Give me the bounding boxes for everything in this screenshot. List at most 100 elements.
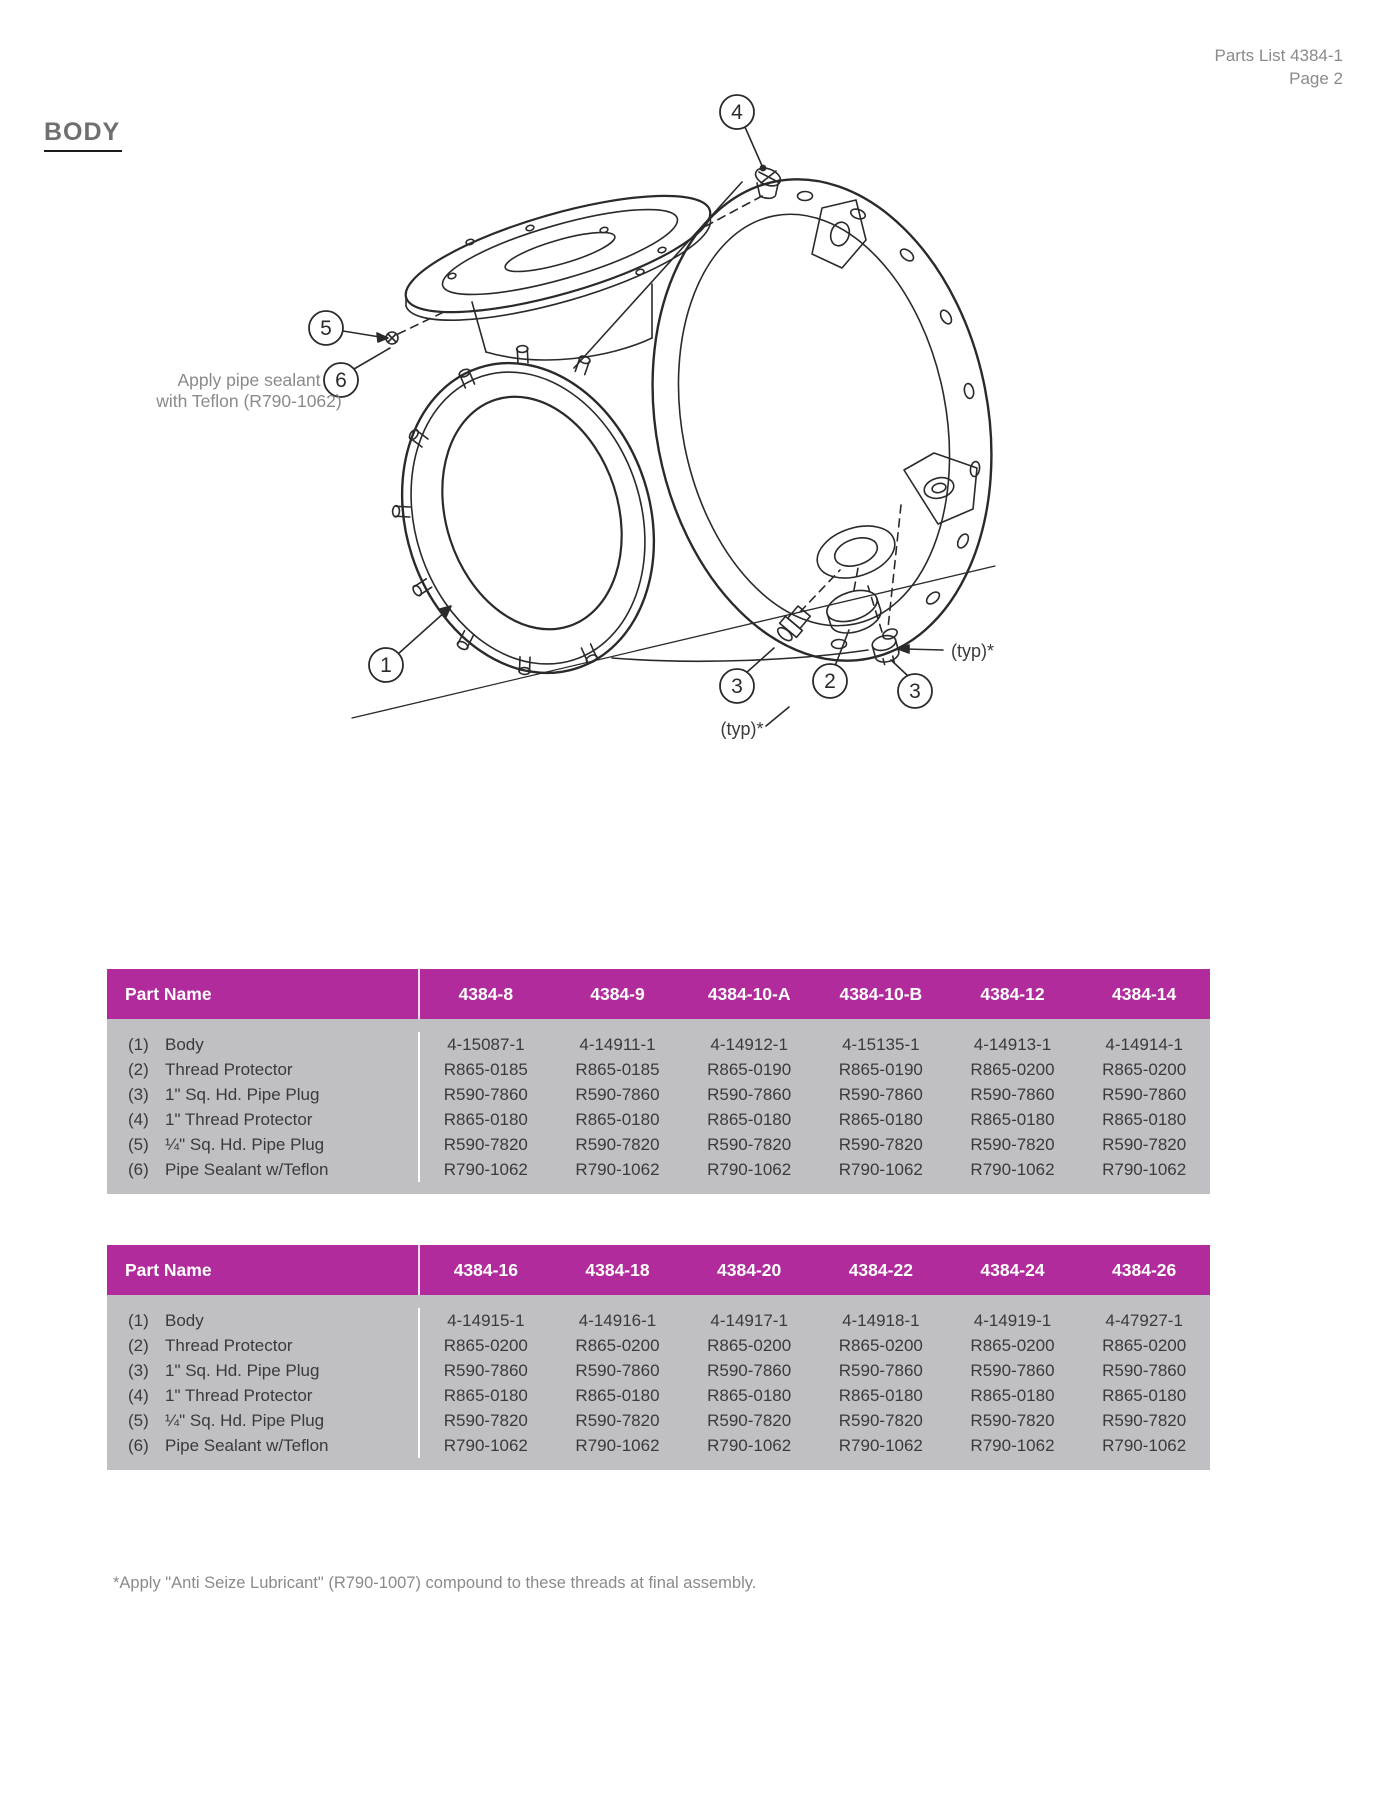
column-header-size: 4384-16 [453,1259,518,1280]
part-number-cell: R590-7860 [707,1085,792,1104]
mounting-lug-top [811,199,867,269]
svg-text:6: 6 [335,369,347,392]
part-name-cell: (3)1" Sq. Hd. Pipe Plug [107,1358,420,1383]
part-name-cell: (2) Thread Protector [107,1057,420,1082]
part-item-number: (2) [128,1060,149,1079]
leader-lines [342,126,944,727]
part-item-number: (5) [128,1135,149,1154]
part-number-cell: R865-0185 [575,1060,660,1079]
svg-text:2: 2 [824,670,836,693]
table-row: (6)Pipe Sealant w/Teflon R790-1062 R790-10… [107,1157,1210,1182]
part-name: ¼" Sq. Hd. Pipe Plug [165,1411,325,1430]
mounting-lug-right [903,452,978,525]
part-number-cell: R790-1062 [838,1436,923,1455]
part-number-cell: R590-7860 [575,1361,660,1380]
part-number-cell: 4-15135-1 [842,1035,920,1054]
part-number-cell: R790-1062 [575,1436,660,1455]
part-number-cell: R865-0190 [707,1060,792,1079]
part-item-number: (1) [128,1311,149,1330]
table-row: (4)1" Thread Protector R865-0180 R865-0180… [107,1107,1210,1132]
column-header-size: 4384-22 [848,1259,913,1280]
part-number-cell: R790-1062 [970,1436,1055,1455]
callout-balloon-3-right: 3 [897,673,933,709]
part-name-cell: (6) Pipe Sealant w/Teflon [107,1433,420,1458]
part-number-cell: R590-7820 [838,1135,923,1154]
part-number-cell: 4-14917-1 [710,1311,788,1330]
column-header-size: 4384-8 [458,983,514,1004]
part-number-cell: R865-0180 [707,1110,792,1129]
assembly-diagram: 4 5 6 1 3 2 3 [155,94,996,739]
part-number-cell: R865-0180 [838,1110,923,1129]
part-number-cell: R590-7820 [575,1135,660,1154]
part-number-cell: R790-1062 [1102,1436,1187,1455]
part-number-cell: R865-0200 [1102,1336,1187,1355]
part-item-number: (6) [128,1436,149,1455]
column-header-size: 4384-18 [585,1259,650,1280]
part-number-cell: R590-7820 [970,1411,1055,1430]
part-3-square-head-plug-right [871,634,900,666]
part-number-cell: 4-14919-1 [973,1311,1052,1330]
part-2-thread-protector-ring [826,589,882,634]
part-number-cell: R590-7820 [838,1411,923,1430]
part-number-cell: R790-1062 [575,1160,660,1179]
part-number-cell: R590-7860 [838,1361,923,1380]
part-name-cell: (5)¼" Sq. Hd. Pipe Plug [107,1132,420,1157]
part-number-cell: 4-14912-1 [710,1035,788,1054]
column-header-size: 4384-9 [590,983,645,1004]
part-number-cell: R790-1062 [443,1160,528,1179]
part-item-number: (1) [128,1035,149,1054]
table-row: (5)¼" Sq. Hd. Pipe Plug R590-7820 R590-782… [107,1132,1210,1157]
part-number-cell: R790-1062 [970,1160,1055,1179]
front-flange [391,344,656,676]
parts-list-number: Parts List 4384-1 [1214,46,1343,65]
part-number-cell: R865-0180 [970,1386,1055,1405]
part-name-cell: (4)1" Thread Protector [107,1383,420,1408]
part-name: Pipe Sealant w/Teflon [165,1436,329,1455]
part-number-cell: R590-7860 [707,1361,792,1380]
part-number-cell: R865-0180 [707,1386,792,1405]
callout-balloon-3-left: 3 [719,668,755,704]
part-number-cell: R590-7860 [575,1085,660,1104]
part-name-cell: (4)1" Thread Protector [107,1107,420,1132]
column-header-size: 4384-24 [980,1259,1045,1280]
part-number-cell: R590-7820 [707,1135,792,1154]
part-item-number: (4) [128,1110,149,1129]
table-row: (3)1" Sq. Hd. Pipe Plug R590-7860 R590-786… [107,1358,1210,1383]
part-number-cell: R590-7860 [443,1085,528,1104]
part-number-cell: 4-14916-1 [578,1311,657,1330]
part-number-cell: R865-0180 [1102,1386,1187,1405]
part-number-cell: R590-7820 [575,1411,660,1430]
callout-balloon-1: 1 [368,647,404,683]
sealant-note-line2: with Teflon (R790-1062) [155,391,341,411]
part-number-cell: R865-0180 [443,1110,528,1129]
callout-balloon-6: 6 [323,362,359,398]
part-name-cell: (6)Pipe Sealant w/Teflon [107,1157,420,1182]
part-name: Body [165,1035,204,1054]
document-reference: Parts List 4384-1 Page 2 [1214,44,1343,90]
part-number-cell: R865-0190 [838,1060,923,1079]
part-number-cell: R590-7860 [970,1361,1055,1380]
part-name: 1" Thread Protector [165,1386,313,1405]
table-row: (4)1" Thread Protector R865-0180 R865-0180… [107,1383,1210,1408]
part-number-cell: R865-0200 [970,1336,1055,1355]
page-number: Page 2 [1289,69,1343,88]
part-number-cell: R590-7820 [1102,1135,1187,1154]
part-4-thread-protector [754,167,782,200]
part-name-cell: (2)Thread Protector [107,1333,420,1358]
part-number-cell: R790-1062 [838,1160,923,1179]
part-name: Pipe Sealant w/Teflon [165,1160,329,1179]
table-row: (5) ¼" Sq. Hd. Pipe Plug R590-7820 R590-782… [107,1408,1210,1433]
part-number-cell: R865-0180 [575,1386,660,1405]
part-number-cell: R865-0185 [443,1060,528,1079]
part-name: Thread Protector [165,1060,293,1079]
part-number-cell: R865-0180 [970,1110,1055,1129]
svg-text:4: 4 [731,101,743,124]
part-item-number: (5) [128,1411,149,1430]
svg-text:1: 1 [380,654,392,677]
